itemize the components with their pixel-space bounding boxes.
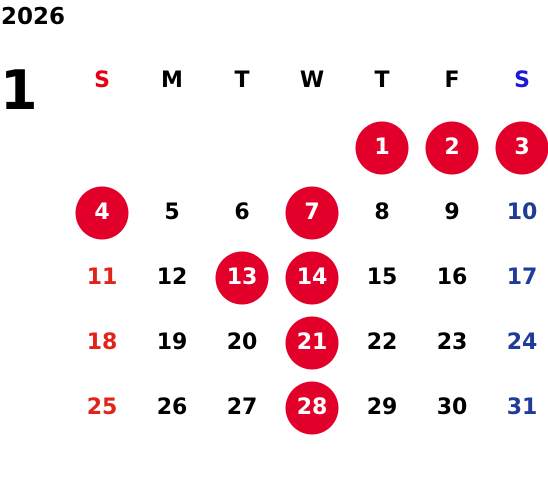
day-number: 26 [156,395,188,420]
day-number: 14 [296,265,328,290]
day-number: 24 [506,330,538,355]
day-cell: 16 [417,245,487,310]
day-cell [67,115,137,180]
day-cell: 11 [67,245,137,310]
day-cell: 21 [277,310,347,375]
day-number: 3 [514,135,530,160]
day-cell: 5 [137,180,207,245]
day-number: 7 [304,200,320,225]
day-cell: 30 [417,375,487,440]
day-number: 2 [444,135,460,160]
day-cell: 18 [67,310,137,375]
day-number: 21 [296,330,328,355]
day-cell [137,115,207,180]
day-cell: 29 [347,375,417,440]
day-number: 16 [436,265,468,290]
day-cell: 23 [417,310,487,375]
weekday-header-thu: T [374,67,390,93]
day-number: 1 [374,135,390,160]
day-number: 10 [506,200,538,225]
day-number: 22 [366,330,398,355]
calendar-grid: S M T W T F S 1 2 3 4 5 6 7 8 9 10 11 12… [67,45,548,440]
day-cell [207,115,277,180]
day-cell: 1 [347,115,417,180]
day-number: 25 [86,395,118,420]
day-cell: 24 [487,310,548,375]
day-cell: 6 [207,180,277,245]
day-cell: 12 [137,245,207,310]
day-number: 5 [164,200,180,225]
day-number: 19 [156,330,188,355]
day-number: 11 [86,265,118,290]
day-cell: 25 [67,375,137,440]
day-number: 28 [296,395,328,420]
day-number: 23 [436,330,468,355]
weekday-header-mon: M [161,67,183,93]
day-cell: 28 [277,375,347,440]
day-number: 8 [374,200,390,225]
day-cell: 2 [417,115,487,180]
day-number: 17 [506,265,538,290]
day-number: 13 [226,265,258,290]
day-cell: 27 [207,375,277,440]
month-number: 1 [0,59,38,122]
day-number: 4 [94,200,110,225]
day-cell: 3 [487,115,548,180]
day-number: 12 [156,265,188,290]
weekday-header-tue: T [234,67,250,93]
day-number: 20 [226,330,258,355]
day-cell: 14 [277,245,347,310]
day-cell: 17 [487,245,548,310]
weekday-header-sun: S [94,67,110,93]
day-cell: 13 [207,245,277,310]
day-number: 9 [444,200,460,225]
weekday-header-fri: F [444,67,460,93]
day-cell: 9 [417,180,487,245]
day-number: 29 [366,395,398,420]
day-cell: 8 [347,180,417,245]
day-cell: 10 [487,180,548,245]
day-number: 18 [86,330,118,355]
day-number: 15 [366,265,398,290]
day-cell: 31 [487,375,548,440]
day-cell: 7 [277,180,347,245]
weekday-header-sat: S [514,67,530,93]
day-cell: 4 [67,180,137,245]
day-cell: 22 [347,310,417,375]
day-cell: 26 [137,375,207,440]
day-number: 31 [506,395,538,420]
day-cell [277,115,347,180]
day-number: 27 [226,395,258,420]
day-cell: 19 [137,310,207,375]
day-number: 6 [234,200,250,225]
day-cell: 15 [347,245,417,310]
day-cell: 20 [207,310,277,375]
year-label: 2026 [1,4,66,30]
weekday-header-wed: W [299,67,325,93]
day-number: 30 [436,395,468,420]
